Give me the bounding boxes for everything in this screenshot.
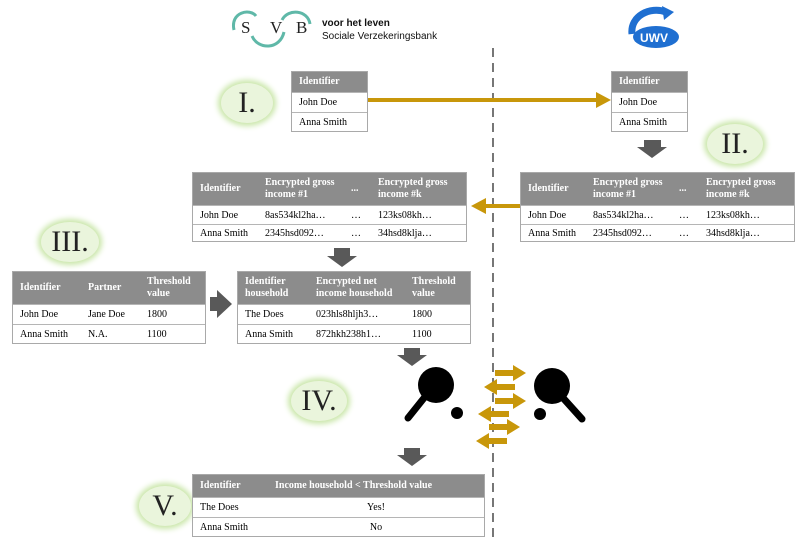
exchange-arrows [476, 365, 526, 449]
table-cell: … [679, 209, 689, 221]
svb-letter-s: S [241, 18, 251, 37]
svb-letter-b: B [296, 18, 308, 37]
table-header: Identifier [200, 183, 241, 194]
table-cell: … [351, 209, 361, 221]
table-household-income: Identifier household Encrypted net incom… [237, 271, 471, 344]
table-cell: 123ks08kh… [706, 209, 760, 221]
table-header: Identifier [528, 183, 569, 194]
table-cell: John Doe [200, 209, 239, 221]
svb-logo-swirl [232, 10, 312, 48]
table-cell: … [679, 228, 689, 239]
step-label-3: III. [41, 222, 99, 262]
table-header: Partner [88, 282, 122, 293]
table-cell: John Doe [299, 97, 338, 108]
table-cell: John Doe [528, 209, 567, 221]
table-cell: 34hsd8klja… [378, 228, 432, 239]
table-header: Identifier [299, 76, 340, 87]
table-cell: Anna Smith [619, 116, 668, 128]
svb-tagline: voor het leven [322, 18, 390, 29]
table-partner-threshold: Identifier Partner Threshold value John … [12, 271, 206, 344]
table-uwv-encrypted-income: Identifier Encrypted gross income #1 ...… [520, 172, 795, 242]
table-cell: 1100 [147, 328, 167, 340]
step-label-4: IV. [291, 381, 347, 421]
table-header: ... [679, 183, 687, 194]
table-cell: 1800 [147, 309, 167, 320]
svb-letter-v: V [270, 18, 283, 37]
table-cell: N.A. [88, 328, 108, 340]
table-cell: No [369, 521, 383, 533]
table-cell: Jane Doe [88, 309, 125, 320]
table-cell: The Does [245, 309, 284, 320]
table-svb-encrypted-income: Identifier Encrypted gross income #1 ...… [192, 172, 467, 242]
table-header: Encrypted gross income #1 [593, 177, 663, 200]
table-cell: 872hkh238h1… [316, 328, 381, 340]
table-cell: 123ks08kh… [378, 209, 432, 221]
uwv-logo: UWV [628, 4, 680, 50]
table-cell: 023hls8hljh3… [316, 309, 379, 320]
table-svb-identifiers: Identifier John Doe Anna Smith [291, 71, 368, 132]
table-cell: Yes! [367, 502, 385, 513]
table-cell: 1800 [412, 309, 432, 320]
down-arrow-to-compare [397, 348, 427, 366]
ping-pong-icon-right [534, 368, 586, 423]
ping-pong-icon-left [404, 367, 463, 422]
table-cell: John Doe [619, 97, 658, 108]
uwv-logo-text: UWV [640, 31, 668, 45]
table-cell: 1100 [412, 328, 432, 340]
svb-logo: S V B voor het leven Sociale Verzekering… [222, 6, 452, 50]
table-cell: 2345hsd092… [265, 228, 324, 239]
table-cell: Anna Smith [245, 328, 294, 340]
table-header: Income household < Threshold value [275, 480, 433, 491]
right-arrow-partner [210, 290, 232, 318]
table-header: Identifier [20, 282, 61, 293]
step-label-1: I. [221, 83, 273, 123]
table-cell: … [351, 228, 361, 239]
transfer-arrow-head [596, 92, 611, 108]
table-header: Identifier household [245, 276, 289, 299]
table-cell: Anna Smith [299, 116, 348, 128]
down-arrow-to-result [397, 448, 427, 466]
svb-name: Sociale Verzekeringsbank [322, 31, 438, 42]
down-arrow-svb [327, 248, 357, 267]
table-uwv-identifiers: Identifier John Doe Anna Smith [611, 71, 688, 132]
table-cell: 8as534kl2ha… [265, 209, 326, 221]
return-arrow-head [471, 198, 486, 214]
table-header: Encrypted net income household [316, 276, 393, 299]
table-header: Encrypted gross income #1 [265, 177, 335, 200]
step-label-5: V. [139, 486, 191, 526]
table-cell: Anna Smith [200, 521, 249, 533]
table-header: Identifier [619, 76, 660, 87]
table-cell: The Does [200, 502, 239, 513]
table-cell: Anna Smith [200, 228, 249, 239]
table-header: Identifier [200, 480, 241, 491]
table-header: ... [351, 183, 359, 194]
table-header: Threshold value [412, 276, 456, 299]
table-result: Identifier Income household < Threshold … [192, 474, 485, 537]
down-arrow-uwv [637, 140, 667, 158]
table-header: Encrypted gross income #k [378, 177, 448, 200]
table-cell: 2345hsd092… [593, 228, 652, 239]
table-cell: Anna Smith [20, 328, 69, 340]
uwv-logo-mark: UWV [628, 6, 679, 48]
table-cell: Anna Smith [528, 228, 577, 239]
table-cell: 8as534kl2ha… [593, 209, 654, 221]
step-label-2: II. [707, 124, 763, 164]
table-cell: 34hsd8klja… [706, 228, 760, 239]
table-header: Threshold value [147, 276, 191, 299]
table-cell: John Doe [20, 309, 59, 320]
table-header: Encrypted gross income #k [706, 177, 776, 200]
